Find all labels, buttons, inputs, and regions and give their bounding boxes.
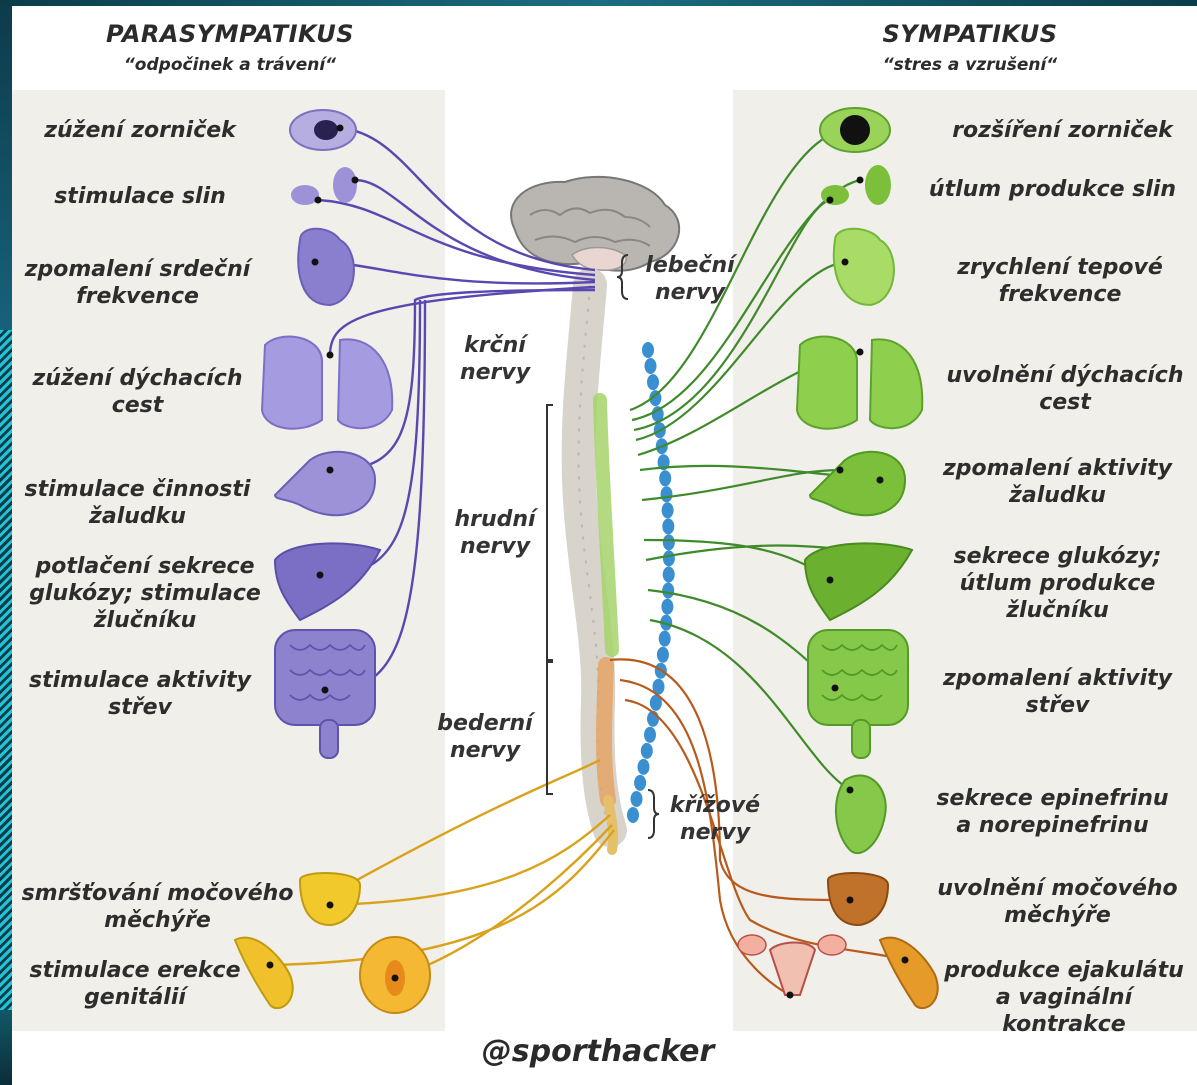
- chain-ganglion: [644, 727, 656, 743]
- chain-ganglion: [647, 374, 659, 390]
- left-organs: [262, 110, 392, 758]
- right-label-saliva: útlum produkce slin: [920, 176, 1185, 203]
- sacral-nerves-label: křížové nervy: [660, 792, 770, 846]
- lumbar-nerves-label: bederní nervy: [425, 710, 545, 764]
- right-label-bladder: uvolnění močového měchýře: [930, 875, 1185, 929]
- left-label-bladder: smršťování močového měchýře: [15, 880, 300, 934]
- right-label-heart: zrychlení tepové frekvence: [940, 254, 1180, 308]
- left-label-stomach: stimulace činnosti žaludku: [15, 476, 260, 530]
- chain-ganglion: [663, 567, 675, 583]
- left-label-genitals: stimulace erekce genitálií: [20, 957, 250, 1011]
- chain-ganglion: [638, 759, 650, 775]
- sacral-nerves: [270, 760, 614, 978]
- chain-ganglion: [627, 807, 639, 823]
- right-label-stomach: zpomalení aktivity žaludku: [930, 455, 1185, 509]
- chain-ganglion: [661, 486, 673, 502]
- spinal-column: [579, 285, 614, 850]
- chain-ganglion: [662, 502, 674, 518]
- chain-ganglion: [631, 791, 643, 807]
- chain-ganglion: [645, 358, 657, 374]
- chain-ganglion: [634, 775, 646, 791]
- chain-ganglion: [657, 647, 669, 663]
- left-label-liver: potlačení sekrece glukózy; stimulace žlu…: [15, 553, 275, 634]
- right-organs: [797, 108, 922, 853]
- chain-ganglion: [642, 342, 654, 358]
- chain-ganglion: [659, 470, 671, 486]
- cervical-nerves-label: krční nervy: [445, 332, 545, 386]
- right-label-intestine: zpomalení aktivity střev: [930, 665, 1185, 719]
- left-label-intestine: stimulace aktivity střev: [15, 667, 265, 721]
- right-label-eye: rozšíření zorniček: [940, 117, 1185, 144]
- left-label-eye: zúžení zorniček: [20, 117, 260, 144]
- left-label-lungs: zúžení dýchacích cest: [15, 365, 260, 419]
- chain-ganglion: [662, 518, 674, 534]
- chain-ganglion: [641, 743, 653, 759]
- right-label-adrenal: sekrece epinefrinu a norepinefrinu: [915, 785, 1190, 839]
- chain-ganglion: [663, 550, 675, 566]
- chain-ganglion: [663, 534, 675, 550]
- right-label-liver: sekrece glukózy; útlum produkce žlučníku: [935, 543, 1180, 624]
- chain-ganglion: [661, 599, 673, 615]
- left-label-heart: zpomalení srdeční frekvence: [15, 256, 260, 310]
- right-label-genitals: produkce ejakulátu a vaginální kontrakce: [935, 957, 1193, 1038]
- right-label-lungs: uvolnění dýchacích cest: [940, 362, 1190, 416]
- thoracic-nerves-label: hrudní nervy: [445, 506, 545, 560]
- watermark: @sporthacker: [458, 1034, 738, 1069]
- chain-ganglion: [659, 631, 671, 647]
- right-pelvic-organs: [738, 873, 938, 1008]
- cranial-nerves-label: lebeční nervy: [640, 252, 740, 306]
- chain-ganglion: [662, 583, 674, 599]
- left-label-saliva: stimulace slin: [20, 183, 260, 210]
